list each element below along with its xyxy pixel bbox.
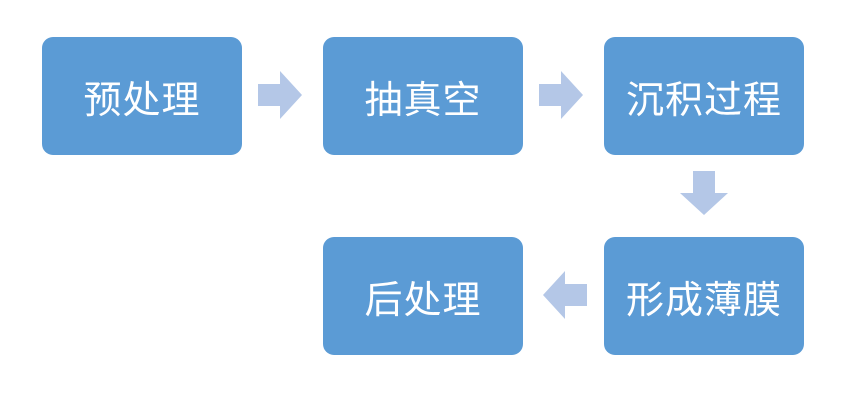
step-label: 抽真空 [364,77,482,122]
arrow-left-icon [543,271,587,319]
arrow-right-icon [539,71,583,119]
step-deposition: 沉积过程 [604,37,804,155]
step-postprocessing: 后处理 [323,237,523,355]
step-label: 后处理 [364,277,482,322]
step-preprocessing: 预处理 [42,37,242,155]
step-label: 预处理 [83,77,201,122]
arrow-right-icon [258,71,302,119]
arrow-down-icon [680,171,728,215]
step-label: 形成薄膜 [625,277,782,322]
step-label: 沉积过程 [625,77,782,122]
step-film-formation: 形成薄膜 [604,237,804,355]
step-vacuum: 抽真空 [323,37,523,155]
